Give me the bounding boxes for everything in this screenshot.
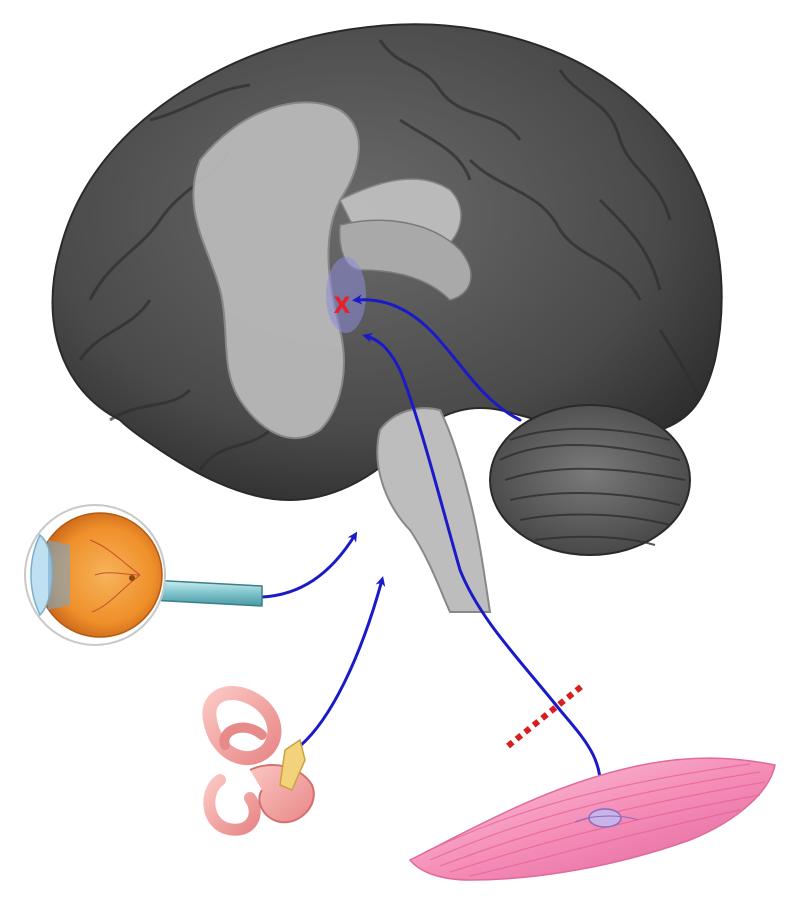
cerebellar-pathway-arrow: [352, 294, 522, 422]
cerebellum: [489, 404, 691, 556]
visual-pathway-arrow: [260, 531, 358, 599]
proprioceptive-pathway-arrow: [362, 332, 603, 802]
gyri-texture: [78, 39, 702, 471]
nerve-cut-marker: [506, 683, 584, 749]
white-matter: [192, 101, 360, 440]
eye-icon: [24, 504, 263, 646]
optic-nerve: [149, 579, 263, 607]
muscle-spindle: [588, 808, 622, 828]
brainstem: [376, 407, 492, 613]
inner-ear-icon: [202, 685, 315, 836]
vestibular-pathway-arrow: [298, 576, 386, 748]
lesion-marker: X: [334, 294, 351, 319]
thalamus-lesion-region: [326, 257, 366, 333]
muscle-spindle-icon: [408, 757, 776, 881]
pathway-arrows: [260, 294, 603, 802]
brain-sagittal-section: X: [51, 23, 723, 613]
